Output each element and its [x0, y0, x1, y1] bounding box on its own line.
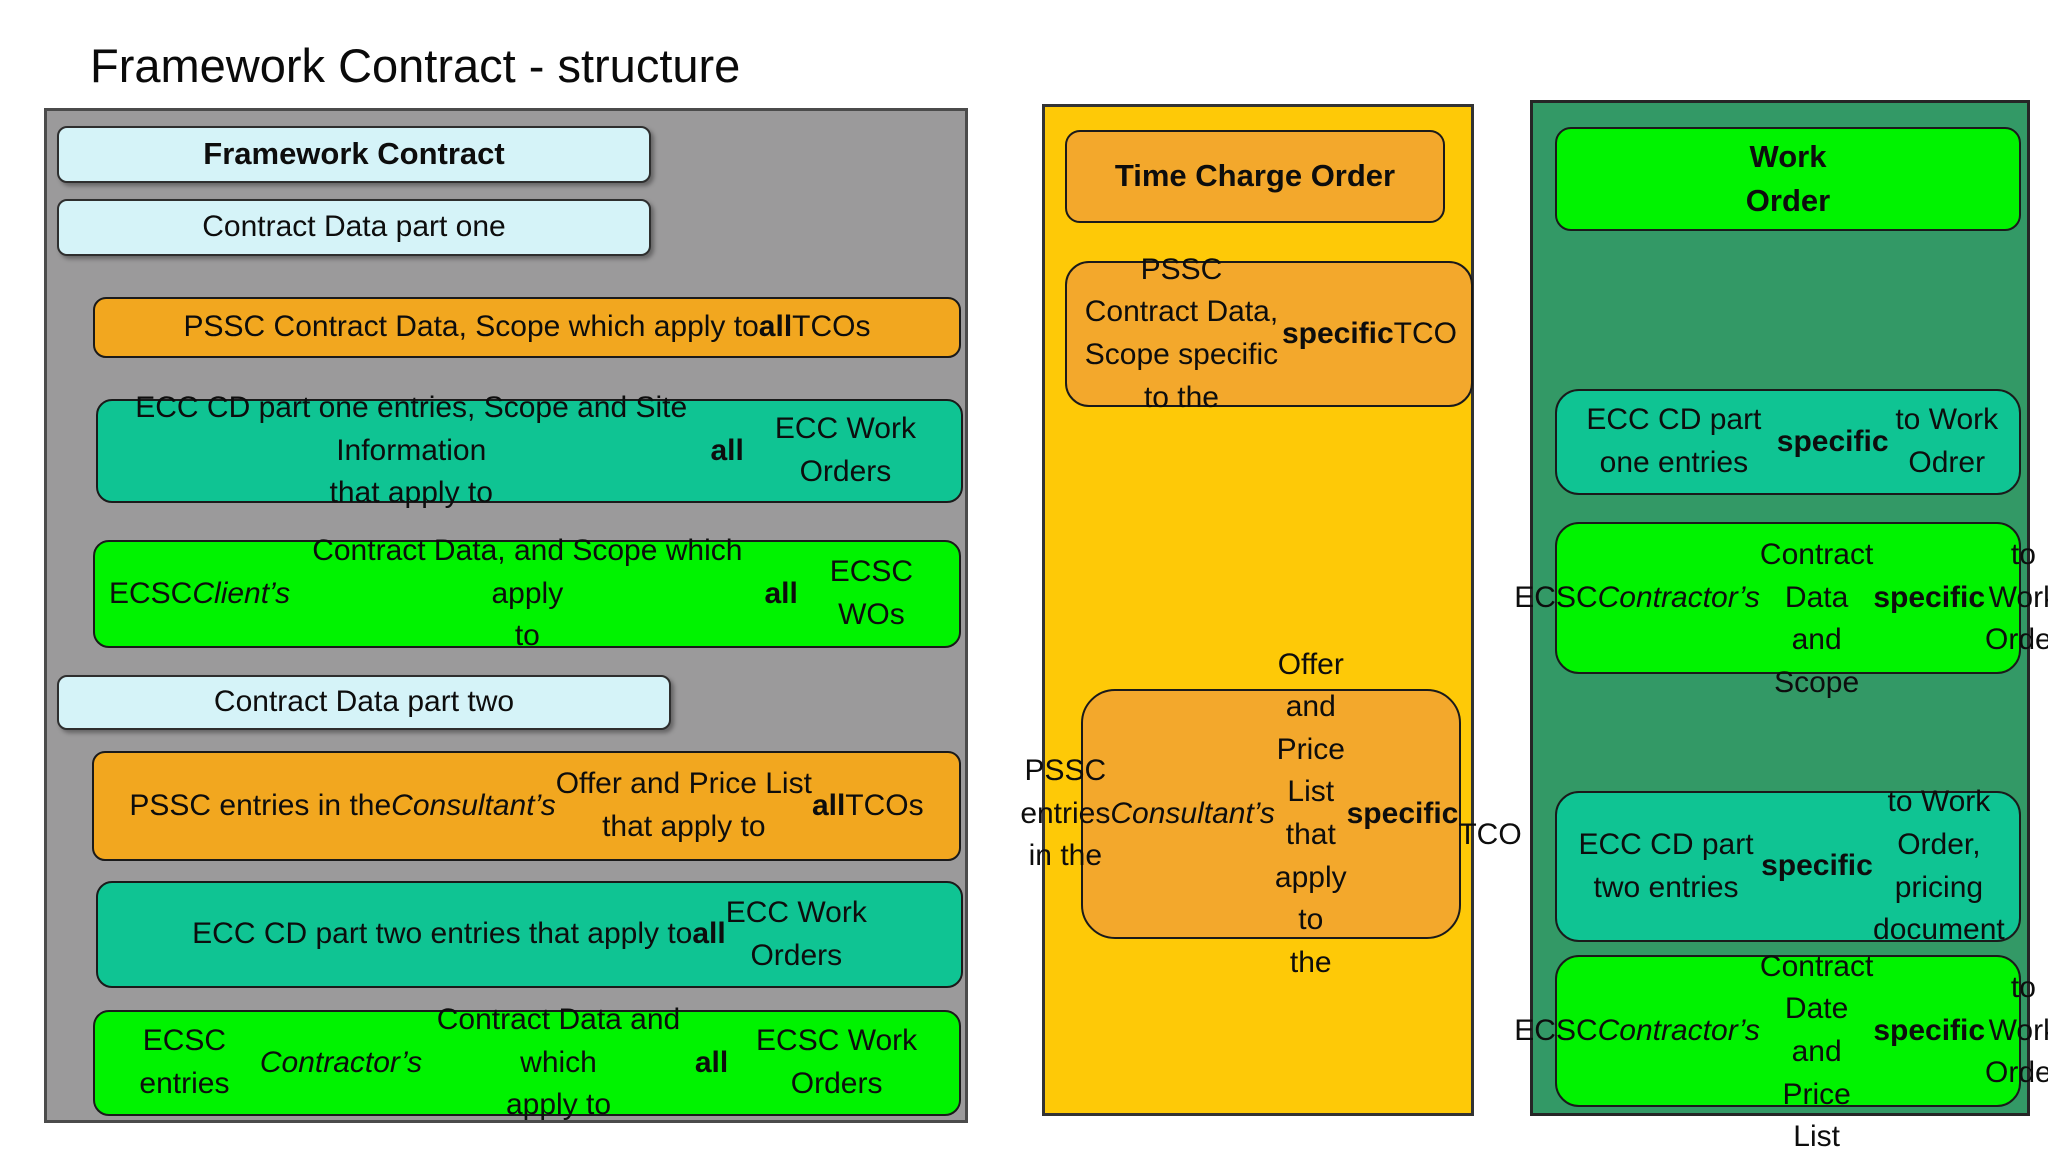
- ecc-cd-part-one-all-box: ECC CD part one entries, Scope and Site …: [96, 391, 963, 509]
- pssc-contract-data-all-tcos-box: PSSC Contract Data, Scope which apply to…: [93, 297, 961, 358]
- ecc-cd-part-two-specific-box: ECC CD part two entries specific to Work…: [1555, 785, 2021, 946]
- ecc-cd-part-one-specific-box: ECC CD part one entries specific to Work…: [1555, 389, 2021, 495]
- pssc-contract-data-specific-tco-box: PSSC Contract Data, Scope specific to th…: [1065, 253, 1473, 414]
- pssc-entries-all-tcos-box: PSSC entries in the Consultant’s Offer a…: [92, 751, 961, 861]
- work-order-header: Work Order: [1555, 127, 2021, 231]
- time-charge-order-column: Time Charge Order PSSC Contract Data, Sc…: [1020, 104, 1522, 1116]
- framework-contract-header: Framework Contract: [57, 126, 651, 183]
- page-title: Framework Contract - structure: [90, 39, 741, 92]
- ecsc-clients-contract-data-all-box: ECSC Client’s Contract Data, and Scope w…: [93, 534, 961, 652]
- ecsc-contractors-cd-scope-specific-box: ECSC Contractor’s Contract Data and Scop…: [1514, 522, 2048, 699]
- framework-contract-column: Framework Contract Contract Data part on…: [44, 108, 968, 1123]
- ecsc-contractors-date-price-specific-box: ECSC Contractor’s Contract Date and Pric…: [1514, 949, 2048, 1152]
- contract-data-part-one-box: Contract Data part one: [57, 199, 651, 256]
- pssc-entries-specific-tco-box: PSSC entries in the Consultant’s Offer a…: [1020, 647, 1522, 979]
- work-order-column: Work Order ECC CD part one entries speci…: [1514, 100, 2048, 1152]
- ecc-cd-part-two-all-box: ECC CD part two entries that apply to al…: [96, 881, 963, 988]
- ecsc-entries-contractors-all-box: ECSC entries Contractor’s Contract Data …: [93, 1003, 961, 1121]
- contract-data-part-two-box: Contract Data part two: [57, 675, 671, 730]
- time-charge-order-header: Time Charge Order: [1065, 130, 1445, 223]
